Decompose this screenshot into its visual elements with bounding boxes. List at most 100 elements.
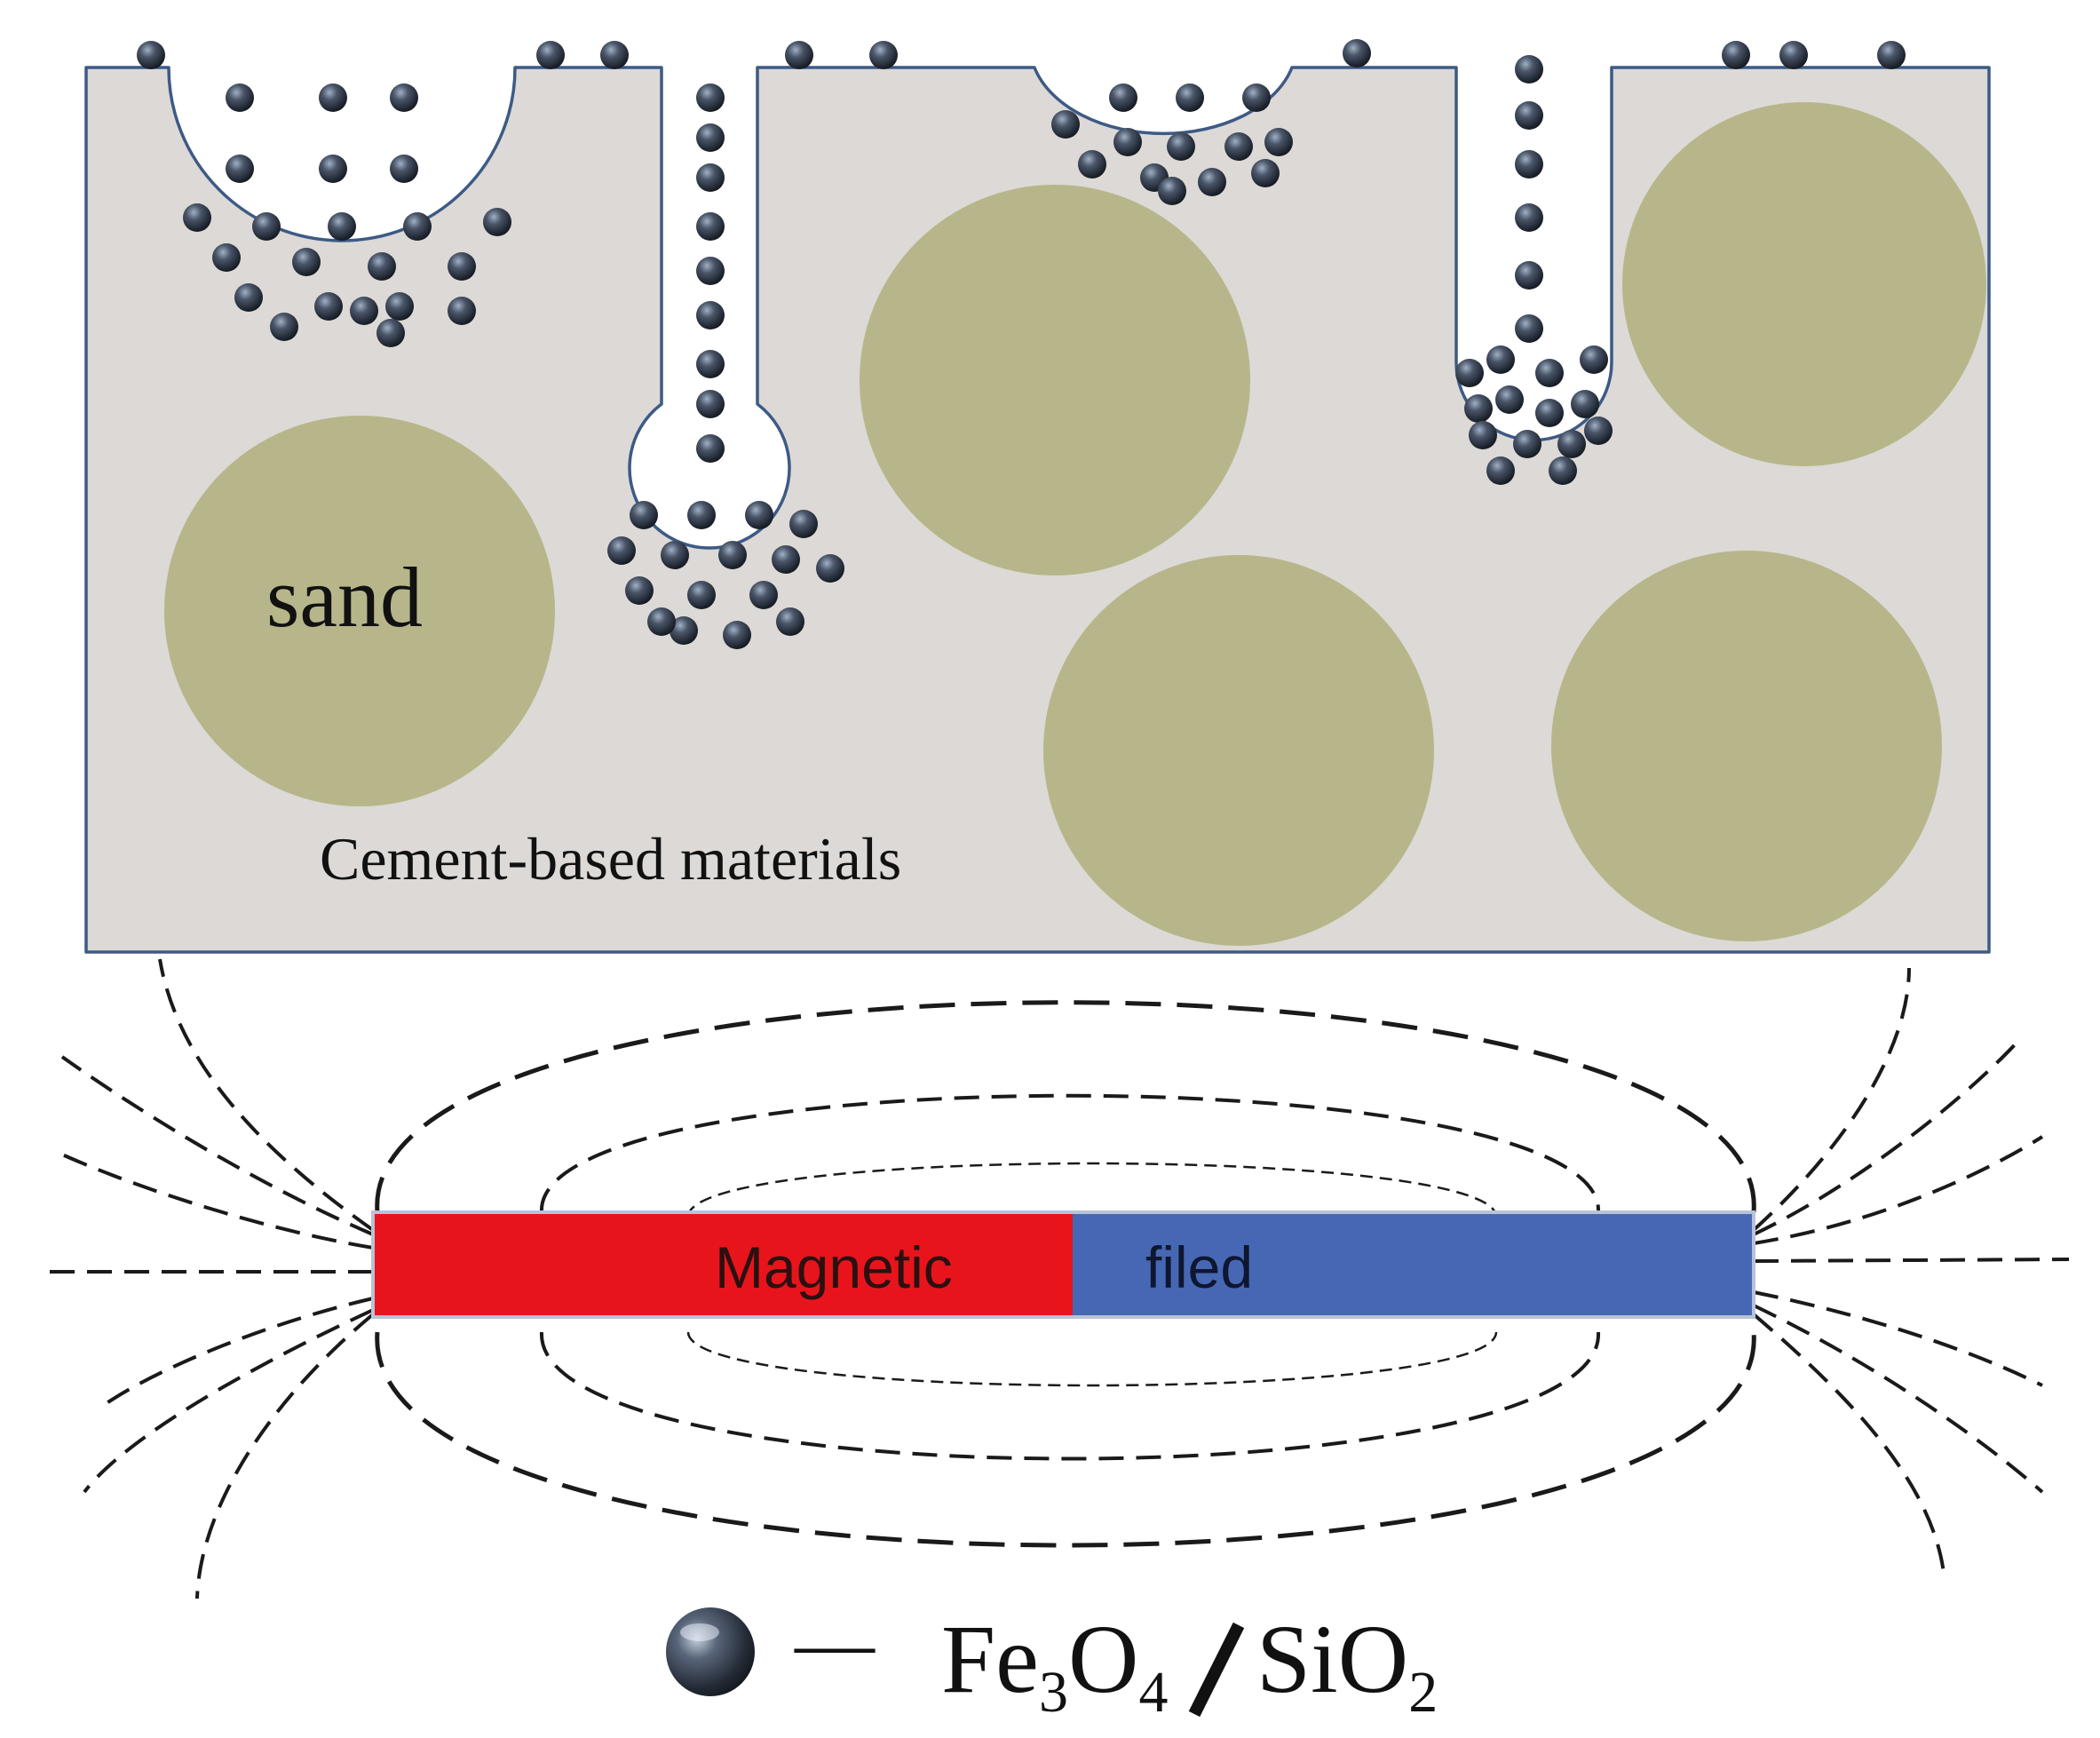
particle-highlight	[680, 1623, 719, 1641]
nanoparticle	[625, 576, 654, 605]
field-line-left	[60, 1055, 374, 1236]
field-line-left	[105, 1297, 374, 1405]
nanoparticle	[403, 212, 432, 241]
nanoparticle	[292, 248, 321, 276]
legend: — Fe3O4 SiO2	[666, 1599, 1438, 1725]
nanoparticle	[390, 155, 418, 183]
nanoparticle	[687, 581, 716, 609]
nanoparticle	[1242, 83, 1271, 112]
nanoparticle	[785, 41, 813, 69]
nanoparticle	[448, 297, 476, 325]
formula-fe: Fe	[941, 1605, 1039, 1713]
nanoparticle	[687, 501, 716, 529]
legend-formula: Fe3O4	[941, 1605, 1168, 1725]
magnet-outline	[371, 1210, 1755, 1319]
magnet-label-left: Magnetic	[715, 1234, 953, 1300]
formula-fe-subscript: 3	[1039, 1660, 1068, 1725]
field-line-right	[1753, 1037, 2022, 1236]
nanoparticle	[696, 83, 725, 112]
nanoparticle	[368, 252, 396, 281]
magnet-north-pole	[373, 1212, 1073, 1317]
nanoparticle	[696, 257, 725, 285]
matrix-label: Cement-based materials	[320, 825, 901, 893]
nanoparticle	[1176, 83, 1204, 112]
nanoparticle	[376, 319, 405, 347]
formula-slash	[1188, 1622, 1245, 1718]
sand-label: sand	[266, 550, 423, 645]
nanoparticle	[789, 510, 818, 538]
nanoparticle	[1557, 430, 1586, 458]
nanoparticle	[252, 212, 281, 241]
field-line-left	[195, 1313, 375, 1599]
nanoparticle	[448, 252, 476, 281]
sand-grain	[1622, 102, 1986, 466]
nanoparticles	[137, 39, 1906, 649]
nanoparticle	[1486, 345, 1515, 374]
nanoparticle	[1464, 394, 1493, 423]
nanoparticle	[1051, 110, 1080, 139]
field-line-right	[1753, 1258, 2070, 1263]
nanoparticle	[776, 607, 804, 636]
nanoparticle	[607, 536, 636, 565]
nanoparticle	[328, 212, 356, 241]
nanoparticle	[226, 155, 254, 183]
nanoparticle	[1455, 359, 1484, 387]
nanoparticle	[234, 283, 263, 312]
field-line-right	[1752, 967, 1911, 1232]
nanoparticle	[226, 83, 254, 112]
nanoparticle	[1584, 417, 1613, 445]
nanoparticle	[696, 350, 725, 378]
nanoparticle	[1515, 203, 1543, 232]
field-loop-inner	[686, 1162, 1498, 1387]
bar-magnet: Magnetic filed	[371, 1210, 1755, 1319]
nanoparticle	[696, 212, 725, 241]
nanoparticle	[1515, 150, 1543, 179]
nanoparticle	[314, 292, 343, 321]
nanoparticle	[749, 581, 778, 609]
field-lines	[40, 958, 2070, 1599]
nanoparticle	[1535, 359, 1564, 387]
legend-formula-sio2: SiO2	[1256, 1605, 1438, 1725]
nanoparticle	[319, 83, 347, 112]
nanoparticle	[1078, 150, 1106, 179]
nanoparticle	[270, 313, 298, 341]
nanoparticle	[183, 203, 211, 232]
nanoparticle	[319, 155, 347, 183]
nanoparticle	[212, 243, 241, 272]
formula-sio: SiO	[1256, 1605, 1408, 1713]
nanoparticle	[696, 301, 725, 329]
nanoparticle	[696, 434, 725, 463]
nanoparticle	[483, 208, 511, 236]
sand-grain	[860, 185, 1250, 575]
nanoparticle	[1515, 261, 1543, 290]
nanoparticle	[1113, 128, 1142, 156]
nanoparticle	[1515, 314, 1543, 343]
nanoparticle	[1495, 385, 1524, 414]
nanoparticle	[718, 541, 747, 569]
fe3o4-sio2-nanoparticle-icon	[666, 1607, 755, 1696]
nanoparticle	[1198, 168, 1226, 196]
nanoparticle	[670, 616, 698, 645]
nanoparticle	[1109, 83, 1137, 112]
nanoparticle	[647, 607, 676, 636]
field-line-right	[1753, 1135, 2044, 1245]
sand-grain	[1551, 551, 1942, 941]
nanoparticle	[390, 83, 418, 112]
field-loop-middle	[539, 1093, 1601, 1461]
nanoparticle	[696, 123, 725, 152]
nanoparticle	[1571, 390, 1599, 418]
nanoparticle	[536, 41, 565, 69]
nanoparticle	[350, 297, 378, 325]
nanoparticle	[1343, 39, 1371, 67]
nanoparticle	[137, 41, 165, 69]
nanoparticle	[696, 163, 725, 192]
nanoparticle	[385, 292, 414, 321]
nanoparticle	[1513, 430, 1541, 458]
nanoparticle	[1158, 177, 1186, 205]
field-line-right	[1753, 1290, 2043, 1387]
nanoparticle	[1469, 421, 1497, 449]
nanoparticle	[1486, 456, 1515, 485]
nanoparticle	[1580, 345, 1608, 374]
sand-grain	[164, 416, 555, 806]
